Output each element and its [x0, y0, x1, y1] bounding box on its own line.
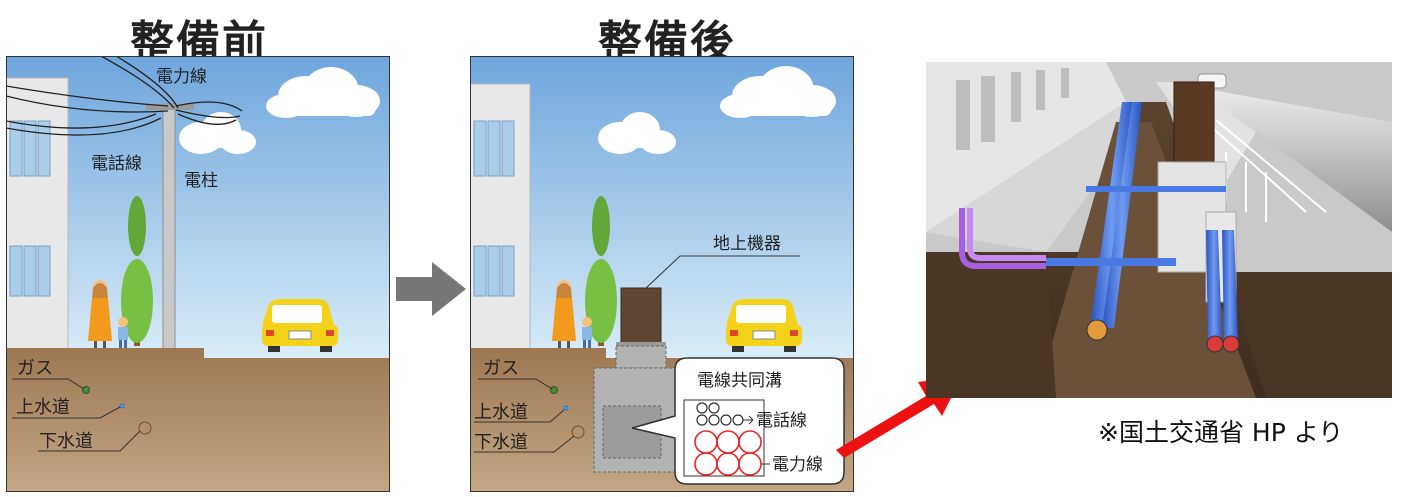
overhead-wires	[6, 56, 243, 136]
label-sewer: 下水道	[39, 431, 93, 452]
label-power-line: 電力線	[772, 455, 823, 475]
label-phone-line: 電話線	[91, 154, 142, 174]
label-gas: ガス	[483, 358, 519, 379]
source-credit: ※国土交通省 HP より	[1098, 418, 1344, 447]
label-trench: 電線共同溝	[697, 371, 782, 391]
underground-pipes	[12, 378, 152, 452]
car	[262, 299, 338, 352]
ground-equipment	[616, 287, 666, 350]
panel-border	[6, 56, 390, 492]
before-panel: ガス 上水道 下水道 電力線 電話線 電柱	[6, 56, 390, 492]
label-water: 上水道	[474, 402, 528, 423]
transition-arrow	[396, 262, 466, 316]
cloud-small	[598, 112, 676, 154]
trench-callout	[631, 357, 845, 485]
cloud	[720, 66, 836, 118]
cloud-small	[179, 112, 256, 154]
car	[726, 299, 802, 352]
panel-border	[470, 56, 854, 492]
label-ground-equipment: 地上機器	[713, 234, 781, 254]
pipe-bundle	[1046, 102, 1240, 353]
underground-pipes	[474, 378, 585, 453]
pedestrians	[88, 280, 128, 349]
building	[6, 77, 69, 369]
trench-cutaway	[926, 62, 1392, 398]
tree	[585, 196, 617, 346]
equipment-leader-line	[645, 255, 800, 289]
label-power-line: 電力線	[156, 67, 207, 87]
ground	[6, 348, 390, 492]
tree	[121, 196, 153, 346]
label-sewer: 下水道	[474, 432, 528, 453]
label-phone-line: 電話線	[756, 411, 807, 431]
after-panel: 電線共同溝 電話線 電力線 地上機器 ガス 上水道 下水道	[470, 56, 854, 492]
label-water: 上水道	[16, 397, 70, 418]
label-gas: ガス	[17, 358, 53, 379]
pedestrians	[552, 280, 592, 349]
building	[470, 83, 531, 369]
label-pole: 電柱	[184, 171, 218, 191]
cloud	[266, 67, 380, 118]
underground-vault	[593, 345, 689, 473]
